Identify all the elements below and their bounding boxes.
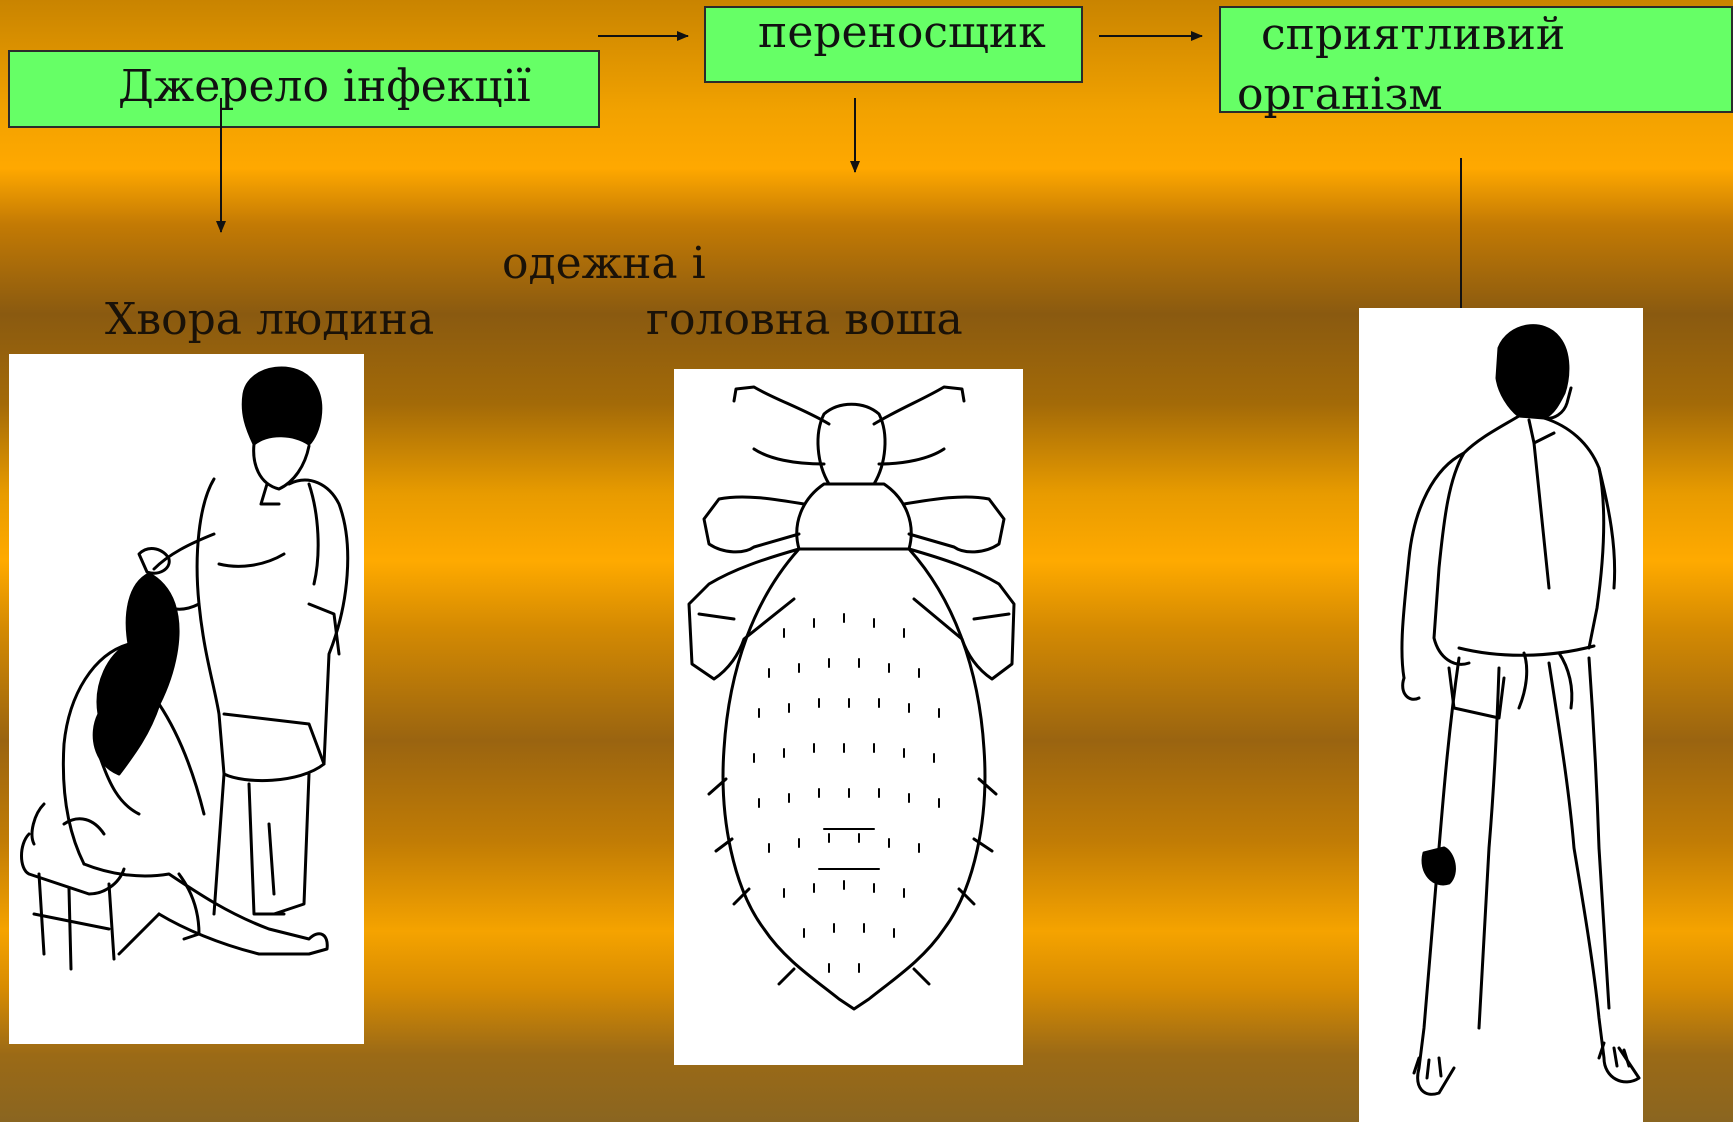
louse-label-line1: одежна і <box>502 240 706 288</box>
susceptible-organism-text-line2: організм <box>1237 72 1443 118</box>
susceptible-organism-text-line1: сприятливий <box>1261 12 1565 58</box>
source-of-infection-text: Джерело інфекції <box>118 64 531 110</box>
louse-label-line2: головна воша <box>646 296 963 344</box>
carrier-text: переносщик <box>758 10 1046 56</box>
carrier-box: переносщик <box>704 6 1083 83</box>
walking-man-illustration <box>1359 308 1643 1122</box>
louse-illustration <box>674 369 1023 1065</box>
sick-person-illustration <box>9 354 364 1044</box>
source-of-infection-box: Джерело інфекції <box>8 50 600 128</box>
susceptible-organism-box: сприятливий організм <box>1219 6 1733 113</box>
sick-person-label: Хвора людина <box>105 296 434 344</box>
